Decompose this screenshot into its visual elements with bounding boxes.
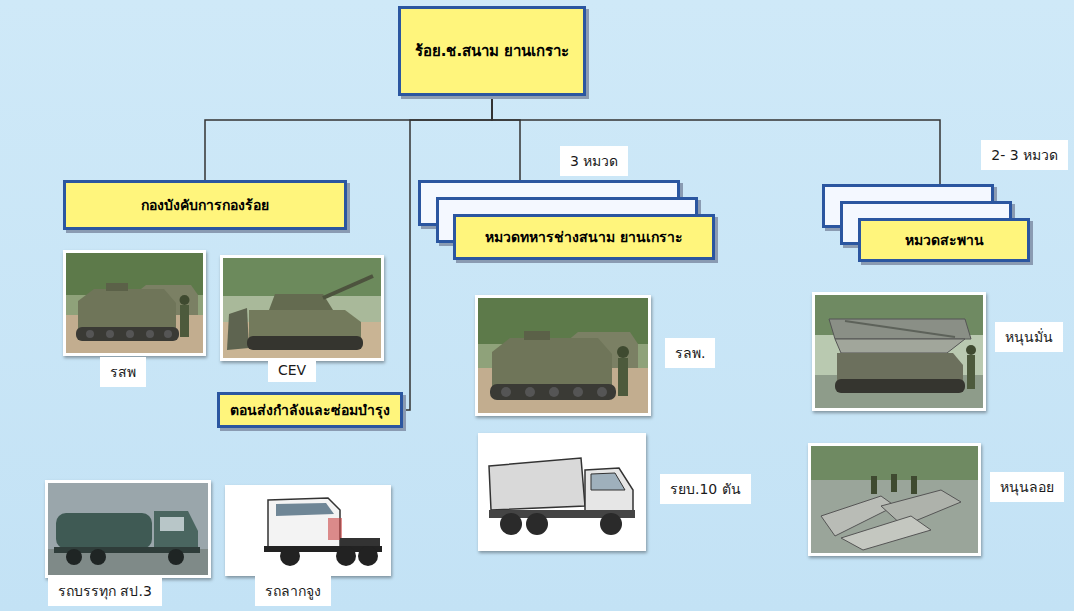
photo-caption: หนุนมั่น [995, 322, 1063, 352]
box-text: หมวดทหารช่างสนาม ยานเกราะ [485, 226, 683, 248]
photo-caption: CEV [268, 358, 316, 382]
photo-caption: รสพ [100, 357, 146, 387]
photo-caption: รลพ. [665, 338, 715, 368]
dump-truck-photo [478, 433, 646, 551]
floating-bridge-photo [808, 443, 981, 556]
photo-caption: หนุนลอย [990, 472, 1064, 502]
photo-caption: รยบ.10 ตัน [660, 474, 751, 504]
truck-photo [45, 480, 211, 578]
connector [205, 96, 492, 180]
tractor-photo [225, 485, 391, 576]
org-box: ร้อย.ช.สนาม ยานเกราะ [398, 6, 586, 96]
org-box: กองบังคับการกองร้อย [63, 180, 347, 230]
photo-caption: รถลากจูง [255, 576, 331, 606]
photo-caption: 2- 3 หมวด [981, 140, 1068, 170]
apc-photo [63, 250, 206, 356]
box-text: หมวดสะพาน [905, 229, 984, 251]
org-box: หมวดทหารช่างสนาม ยานเกราะ [453, 214, 715, 260]
photo-caption: รถบรรทุก สป.3 [48, 576, 162, 606]
apc-photo [475, 295, 651, 416]
box-text: กองบังคับการกองร้อย [141, 194, 269, 216]
box-text: ตอนส่งกำลังและซ่อมบำรุง [230, 399, 390, 421]
photo-caption: 3 หมวด [560, 146, 628, 176]
org-box: หมวดสะพาน [858, 218, 1030, 262]
box-text: ร้อย.ช.สนาม ยานเกราะ [415, 39, 570, 63]
bridge-launcher-photo [812, 292, 986, 411]
org-box: ตอนส่งกำลังและซ่อมบำรุง [217, 392, 403, 428]
cev-photo [220, 255, 384, 361]
